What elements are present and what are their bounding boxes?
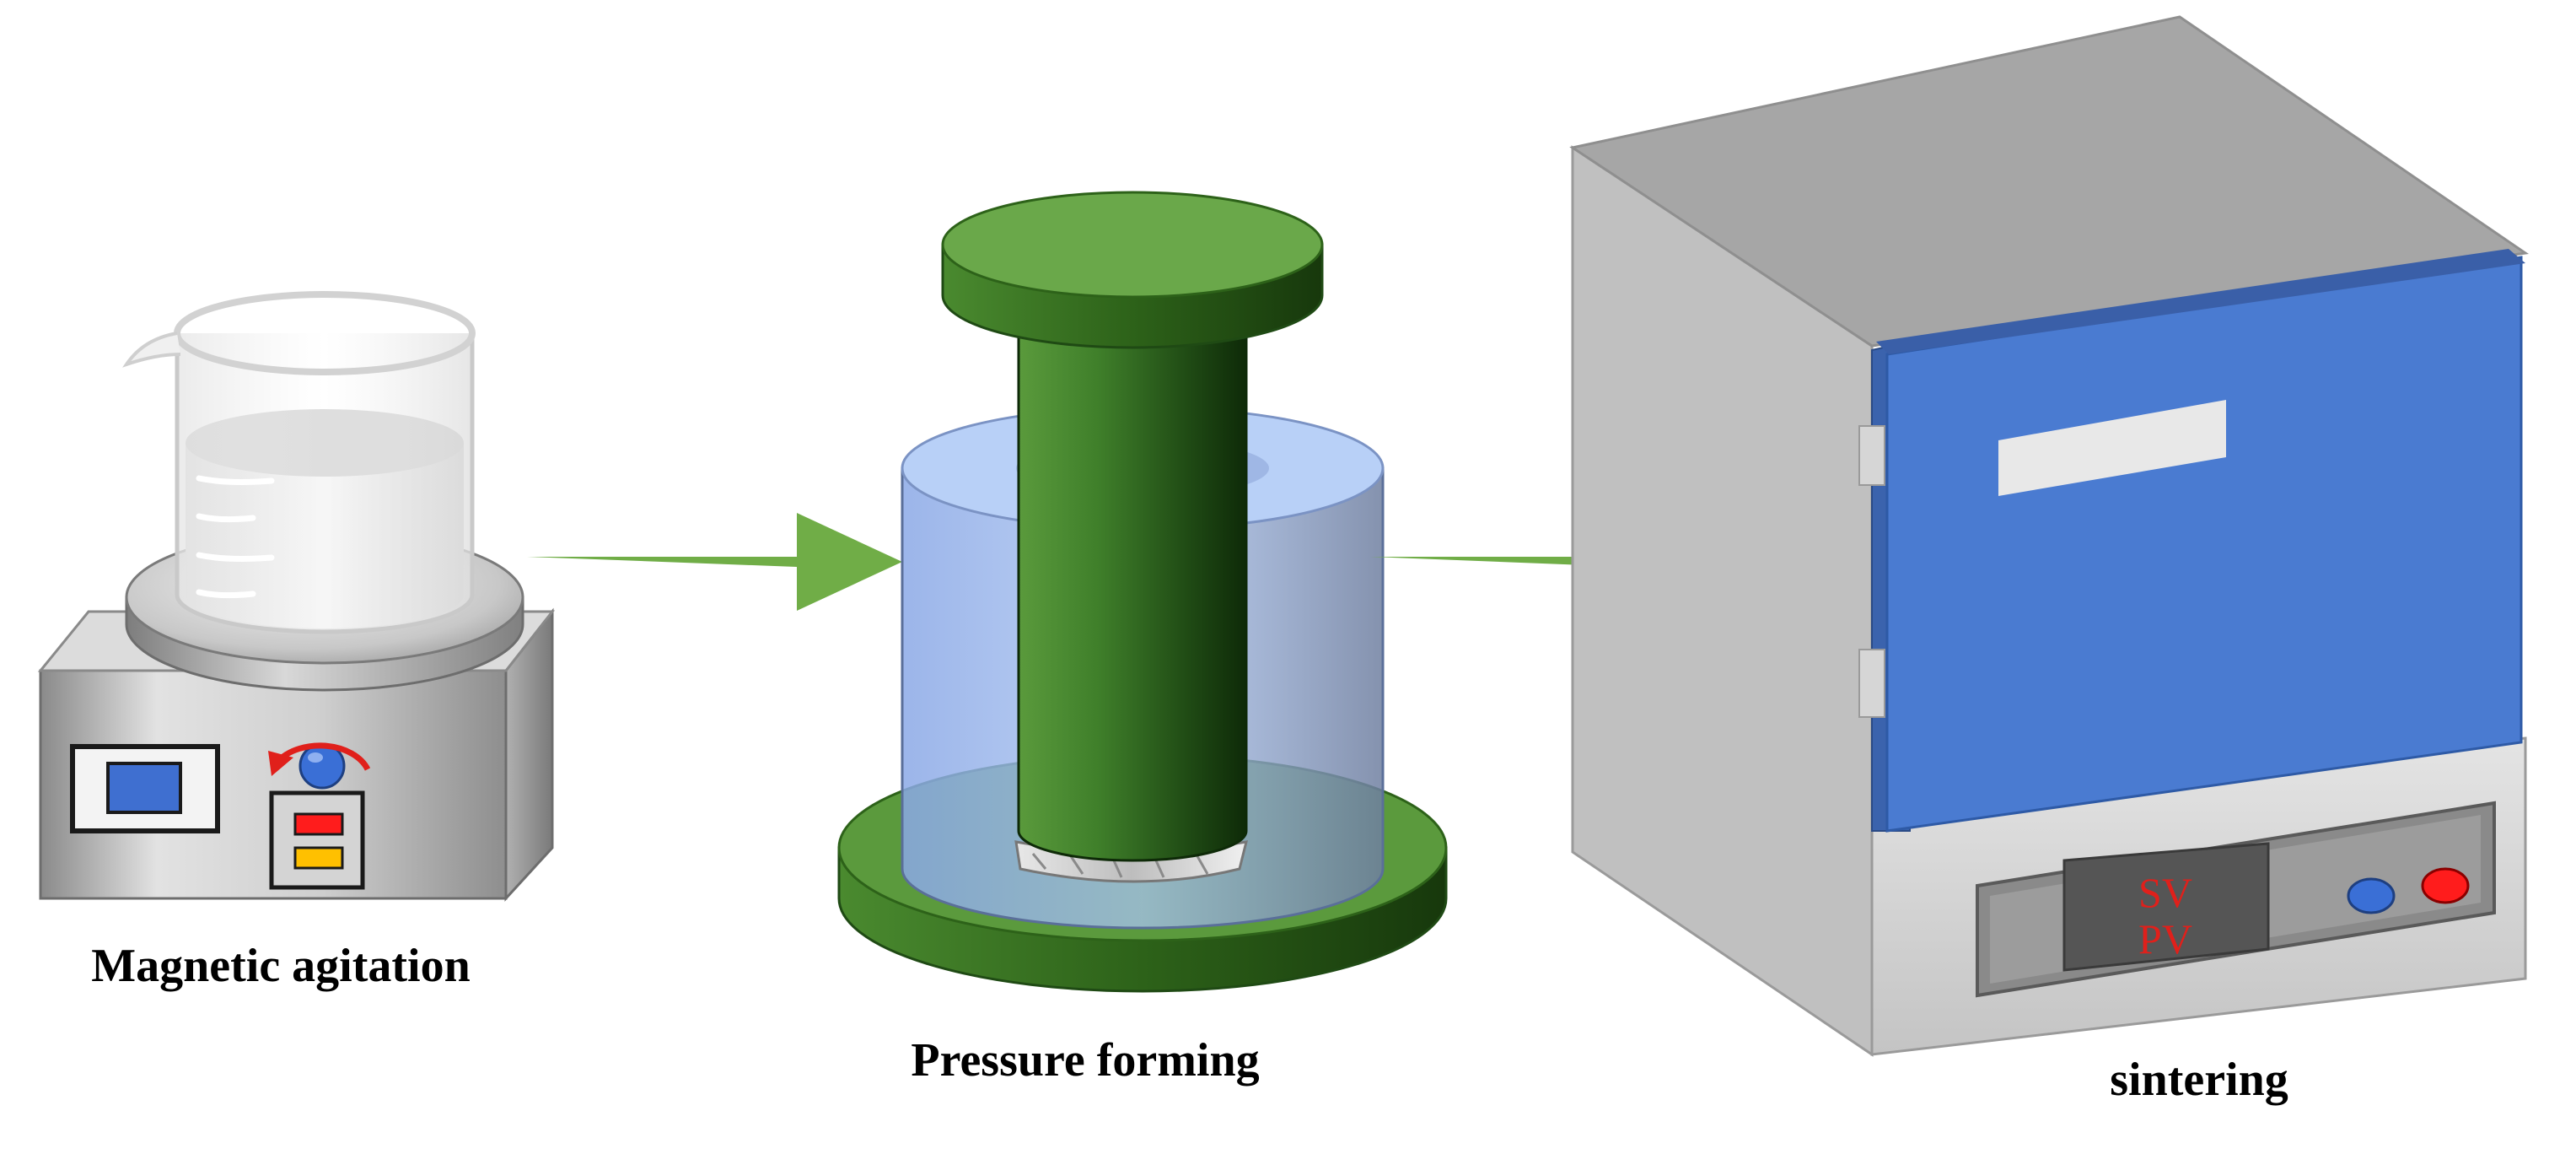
furnace-display-sv: SV: [2138, 869, 2192, 916]
caption-pressure-forming: Pressure forming: [911, 1034, 1259, 1087]
furnace-red-button: [2421, 867, 2470, 904]
rotation-arrowhead: [268, 751, 293, 776]
furnace-blue-button: [2347, 877, 2396, 914]
furnace-display: [2062, 842, 2270, 972]
furnace-door-label-plate: [1998, 400, 2226, 496]
hotplate-stirrer-icon: [37, 607, 556, 902]
furnace-door: [1885, 256, 2523, 833]
muffle-furnace-icon: [1569, 15, 2530, 1057]
press-mold-icon: [837, 191, 1448, 993]
caption-sintering: sintering: [2110, 1054, 2288, 1106]
furnace-display-pv: PV: [2138, 915, 2192, 963]
beaker-icon: [122, 291, 476, 634]
rotation-arrow-icon: [276, 742, 371, 771]
flow-arrow-1: [527, 513, 902, 611]
caption-magnetic-agitation: Magnetic agitation: [91, 940, 470, 992]
